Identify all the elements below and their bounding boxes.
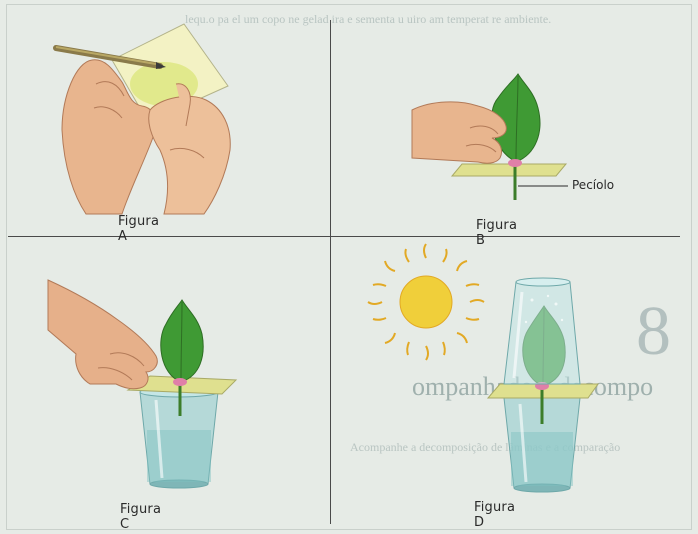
cup-icon [504, 278, 580, 384]
figure-d-caption: Figura D [474, 500, 515, 530]
sun-icon [368, 244, 484, 360]
